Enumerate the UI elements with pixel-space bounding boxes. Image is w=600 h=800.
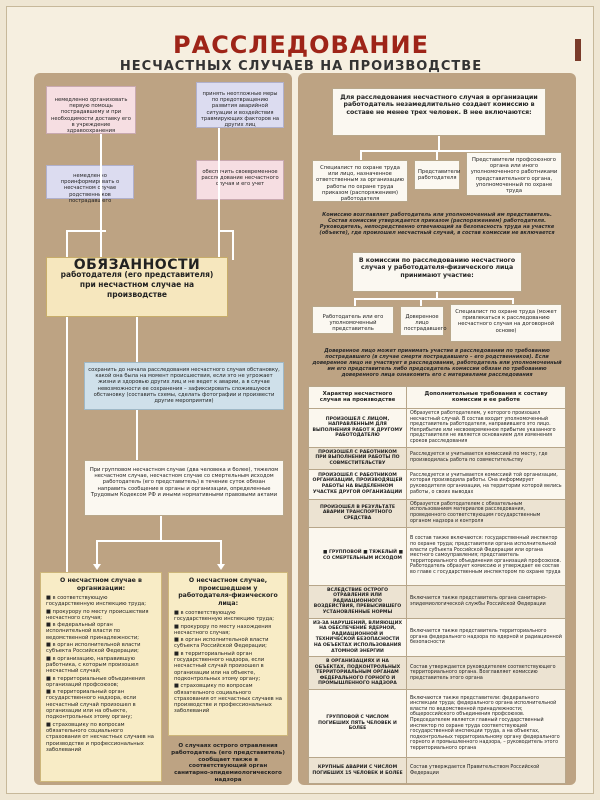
table-cell: ИЗ-ЗА НАРУШЕНИЙ, ВЛИЯЮЩИХ НА ОБЕСПЕЧЕНИЕ… [308, 617, 407, 658]
connector [420, 298, 422, 306]
table-cell: Включается также представитель территори… [406, 617, 566, 658]
connector [218, 230, 234, 232]
list-item: ■ в орган исполнительной власти субъекта… [46, 642, 141, 655]
table-cell: ПРОИЗОШЕЛ В РЕЗУЛЬТАТЕ АВАРИИ ТРАНСПОРТН… [308, 498, 407, 528]
commission-member-safety-specialist: Специалист по охране труда или лицо, наз… [312, 160, 408, 202]
report-list-organization: О несчастном случае в организации: ■ в с… [40, 572, 162, 782]
table-cell: ВСЛЕДСТВИЕ ОСТРОГО ОТРАВЛЕНИЯ ИЛИ РАДИАЦ… [308, 584, 407, 619]
poisoning-note: О случаях острого отравления работодател… [171, 743, 285, 783]
list-heading: О несчастном случае в организации: [60, 577, 142, 592]
table-header-cell: Характер несчастного случая на производс… [308, 386, 407, 409]
table-row: ПРОИЗОШЕЛ В РЕЗУЛЬТАТЕ АВАРИИ ТРАНСПОРТН… [308, 498, 566, 528]
trustee-note: Доверенное лицо может принимать участие … [312, 348, 562, 378]
connector [66, 230, 106, 232]
list-item: ■ в территориальный орган государственно… [174, 650, 265, 682]
commission-note: Комиссию возглавляет работодатель или уп… [319, 212, 555, 236]
table-row: ПРОИЗОШЕЛ С ЛИЦОМ, НАПРАВЛЕННЫМ ДЛЯ ВЫПО… [308, 408, 566, 448]
connector [160, 516, 162, 542]
list-item: ■ в федеральный орган исполнительной вла… [46, 622, 139, 641]
table-header-cell: Дополнительные требования к составу коми… [406, 386, 566, 409]
connector [360, 150, 362, 160]
connector [136, 317, 138, 362]
connector [136, 410, 138, 460]
table-header-row: Характер несчастного случая на производс… [308, 386, 566, 409]
table-row: ИЗ-ЗА НАРУШЕНИЙ, ВЛИЯЮЩИХ НА ОБЕСПЕЧЕНИЕ… [308, 617, 566, 658]
list-item: ■ в организацию, направившую работника, … [46, 655, 139, 675]
connector [354, 298, 356, 306]
connector [66, 230, 68, 620]
table-cell: Состав утверждается руководителем соотве… [406, 656, 566, 691]
connector [360, 150, 510, 152]
table-cell: Расследуется и учитывается комиссией той… [406, 468, 566, 500]
connector [436, 292, 438, 300]
table-row: КРУПНЫЕ АВАРИИ С ЧИСЛОМ ПОГИБШИХ 15 ЧЕЛО… [308, 757, 566, 785]
connector [436, 150, 438, 160]
page-title: РАССЛЕДОВАНИЕ [173, 31, 429, 59]
duty-group-report: При групповом несчастном случае (два чел… [84, 460, 284, 516]
table-row: ПРОИЗОШЕЛ С РАБОТНИКОМ ОРГАНИЗАЦИИ, ПРОИ… [308, 468, 566, 500]
list-item: ■ в территориальный орган государственно… [46, 689, 137, 721]
table-cell: В состав также включаются: государственн… [406, 526, 566, 586]
physical-member-trustee: Доверенное лицо пострадавшего [400, 306, 447, 336]
table-row: ГРУППОВОЙ С ЧИСЛОМ ПОГИБШИХ ПЯТЬ ЧЕЛОВЕК… [308, 689, 566, 759]
duties-subtitle-line: работодателя (его представителя) [60, 270, 214, 280]
duty-ensure-investigation: обеспечить своевременное расследование н… [196, 160, 284, 200]
table-cell: ПРОИЗОШЕЛ С РАБОТНИКОМ ПРИ ВЫПОЛНЕНИИ РА… [308, 446, 407, 470]
list-item: ■ прокурору по месту нахождения несчастн… [174, 623, 272, 636]
table-cell: Состав утверждается Правительством Росси… [406, 757, 566, 785]
table-cell: КРУПНЫЕ АВАРИИ С ЧИСЛОМ ПОГИБШИХ 15 ЧЕЛО… [308, 757, 407, 785]
physical-member-safety-specialist: Специалист по охране труда (может привле… [450, 304, 562, 342]
table-cell: Расследуется и учитывается комиссией по … [406, 446, 566, 470]
arrow-down-icon [93, 564, 101, 570]
table-row: В ОРГАНИЗАЦИЯХ И НА ОБЪЕКТАХ, ПОДКОНТРОЛ… [308, 656, 566, 691]
duty-urgent-measures: принять неотложные меры по предотвращени… [196, 82, 284, 128]
list-heading: О несчастном случае, происшедшем у работ… [178, 577, 278, 607]
list-item: ■ прокурору по месту происшествия несчас… [46, 608, 149, 621]
duty-first-aid: немедленно организовать первую помощь по… [46, 86, 136, 134]
requirements-table: Характер несчастного случая на производс… [308, 386, 566, 785]
list-item: ■ в соответствующую государственную инсп… [174, 610, 275, 623]
duties-box: ОБЯЗАННОСТИ работодателя (его представит… [46, 257, 228, 317]
duties-subtitle-line: при несчастном случае на производстве [79, 280, 195, 300]
physical-member-employer: Работодатель или его уполномоченный пред… [312, 306, 394, 334]
table-row: ВСЛЕДСТВИЕ ОСТРОГО ОТРАВЛЕНИЯ ИЛИ РАДИАЦ… [308, 584, 566, 619]
corner-mark [575, 39, 581, 61]
table-row: ■ ГРУППОВОЙ ■ ТЯЖЕЛЫЙ ■ СО СМЕРТЕЛЬНЫМ И… [308, 526, 566, 586]
table-cell: ПРОИЗОШЕЛ С ЛИЦОМ, НАПРАВЛЕННЫМ ДЛЯ ВЫПО… [308, 408, 407, 448]
physical-commission-heading: В комиссии по расследованию несчастного … [352, 252, 522, 292]
table-cell: ■ ГРУППОВОЙ ■ ТЯЖЕЛЫЙ ■ СО СМЕРТЕЛЬНЫМ И… [308, 526, 407, 586]
connector [100, 134, 102, 257]
table-cell: ГРУППОВОЙ С ЧИСЛОМ ПОГИБШИХ ПЯТЬ ЧЕЛОВЕК… [308, 689, 407, 759]
connector [218, 128, 220, 257]
list-item: ■ в соответствующую государственную инсп… [46, 595, 147, 608]
connector [220, 540, 222, 566]
commission-heading: Для расследования несчастного случая в о… [332, 88, 546, 136]
connector [96, 540, 220, 542]
duty-inform-relatives: немедленно проинформировать о несчастном… [46, 165, 134, 204]
table-cell: Образуется работодателем с обязательным … [406, 498, 566, 528]
list-item: ■ в орган исполнительной власти субъекта… [174, 637, 269, 650]
list-item: ■ страховщику по вопросам обязательного … [174, 683, 282, 715]
table-cell: ПРОИЗОШЕЛ С РАБОТНИКОМ ОРГАНИЗАЦИИ, ПРОИ… [308, 468, 407, 500]
connector [232, 230, 234, 260]
commission-member-union-rep: Представители профсоюзного органа или ин… [466, 152, 562, 196]
table-row: ПРОИЗОШЕЛ С РАБОТНИКОМ ПРИ ВЫПОЛНЕНИИ РА… [308, 446, 566, 470]
table-cell: Образуется работодателем, у которого про… [406, 408, 566, 448]
commission-member-employer-rep: Представители работодателя [414, 160, 460, 190]
page-subtitle: НЕСЧАСТНЫХ СЛУЧАЕВ НА ПРОИЗВОДСТВЕ [119, 59, 483, 74]
table-cell: В ОРГАНИЗАЦИЯХ И НА ОБЪЕКТАХ, ПОДКОНТРОЛ… [308, 656, 407, 691]
duties-title: ОБЯЗАННОСТИ [73, 257, 201, 273]
report-list-physical-employer: О несчастном случае, происшедшем у работ… [168, 572, 288, 736]
connector [438, 136, 440, 152]
connector [96, 540, 98, 566]
arrow-down-icon [217, 564, 225, 570]
list-item: ■ страховщику по вопросам обязательного … [46, 721, 154, 753]
table-cell: Включается также представитель органа са… [406, 584, 566, 619]
list-item: ■ в территориальные объединения организа… [46, 675, 145, 688]
table-cell: Включаются также представители: федераль… [406, 689, 566, 759]
connector [354, 298, 512, 300]
connector [512, 298, 514, 306]
duty-preserve-scene: сохранить до начала расследования несчас… [84, 362, 284, 410]
